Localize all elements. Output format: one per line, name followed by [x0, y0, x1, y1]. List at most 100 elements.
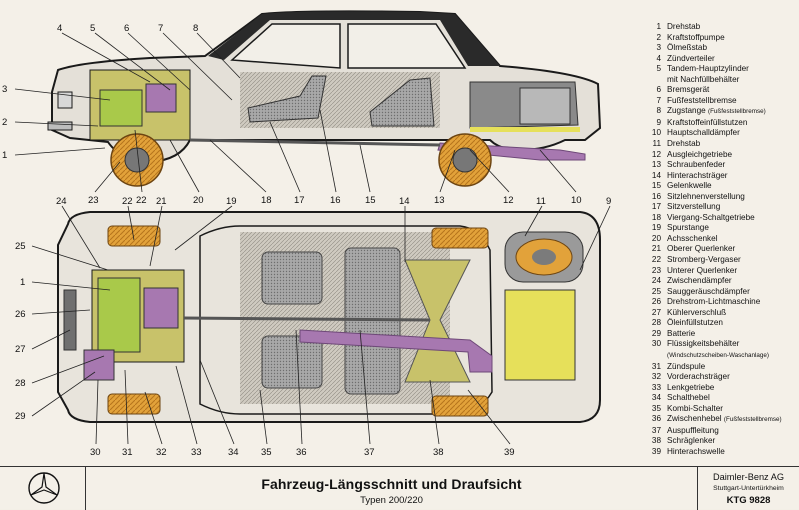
top-callout: 37: [364, 447, 375, 458]
side-callout: 10: [571, 195, 582, 206]
top-callout: 26: [15, 309, 26, 320]
side-view: [47, 10, 602, 187]
top-callouts: [31, 205, 611, 445]
side-callout: 7: [158, 23, 163, 34]
top-battery: [83, 349, 115, 381]
top-callout: 29: [15, 411, 26, 422]
top-callout: 30: [90, 447, 101, 458]
title-divider-left: [85, 467, 86, 510]
legend-subline: (Windschutzscheiben-Waschanlage): [667, 351, 769, 359]
top-callout: 22: [122, 196, 133, 207]
title-block: Fahrzeug-Längsschnitt und Draufsicht Typ…: [0, 466, 799, 510]
side-callout: 23: [88, 195, 99, 206]
top-callout-labels: 24 22 21 19 14 11 9 25 1 26 27 28 29 30 …: [15, 196, 611, 458]
top-greenhouse: [199, 225, 493, 415]
top-callout: 35: [261, 447, 272, 458]
side-callout: 1: [2, 150, 7, 161]
side-callout: 3: [2, 84, 7, 95]
top-callout: 36: [296, 447, 307, 458]
side-callout: 6: [124, 23, 129, 34]
side-callout: 16: [330, 195, 341, 206]
title-divider-right: [697, 467, 698, 510]
top-exhaust: [299, 329, 493, 373]
top-callout: 24: [56, 196, 67, 207]
drawing-subtitle: Typen 200/220: [360, 495, 423, 506]
side-headlight: [57, 91, 73, 109]
top-callout: 28: [15, 378, 26, 389]
top-callout: 27: [15, 344, 26, 355]
side-roof: [208, 11, 500, 67]
side-callout: 13: [434, 195, 445, 206]
top-fuel-tank: [504, 289, 576, 381]
top-callout: 1: [20, 277, 25, 288]
side-rear-seat: [369, 77, 435, 127]
top-callout: 25: [15, 241, 26, 252]
side-callout-labels: 1 2 3 4 5 6 7 8 23 22 20 18 17 16 15 13 …: [2, 23, 582, 206]
top-rear-right-wheel: [431, 395, 489, 417]
side-callout: 17: [294, 195, 305, 206]
top-radiator: [63, 289, 77, 351]
side-callout: 22: [136, 195, 147, 206]
top-front-right-seat: [261, 335, 323, 389]
top-callout: 39: [504, 447, 515, 458]
top-front-left-wheel: [107, 225, 161, 247]
top-callout: 31: [122, 447, 133, 458]
top-callout: 32: [156, 447, 167, 458]
vehicle-cutaway-drawing: 1 2 3 4 5 6 7 8 23 22 20 18 17 16 15 13 …: [2, 10, 611, 458]
side-callout: 2: [2, 117, 7, 128]
side-callout: 12: [503, 195, 514, 206]
legend-subline: mit Nachfüllbehälter: [667, 74, 740, 84]
manufacturer-location: Stuttgart-Untertürkheim: [713, 485, 784, 492]
side-callout: 5: [90, 23, 95, 34]
document-code: KTG 9828: [726, 495, 771, 506]
side-front-seat: [247, 75, 327, 123]
side-callouts: [14, 32, 577, 193]
side-drive-shaft: [189, 138, 441, 147]
top-callout: 34: [228, 447, 239, 458]
top-callout: 11: [536, 196, 546, 207]
top-callout: 9: [606, 196, 611, 207]
side-callout: 4: [57, 23, 62, 34]
top-callout: 33: [191, 447, 202, 458]
top-callout: 14: [399, 196, 410, 207]
top-view: [57, 211, 601, 423]
top-callout: 19: [226, 196, 237, 207]
side-callout: 8: [193, 23, 198, 34]
side-front-bumper: [47, 121, 73, 131]
top-callout: 38: [433, 447, 444, 458]
top-front-left-seat: [261, 251, 323, 305]
